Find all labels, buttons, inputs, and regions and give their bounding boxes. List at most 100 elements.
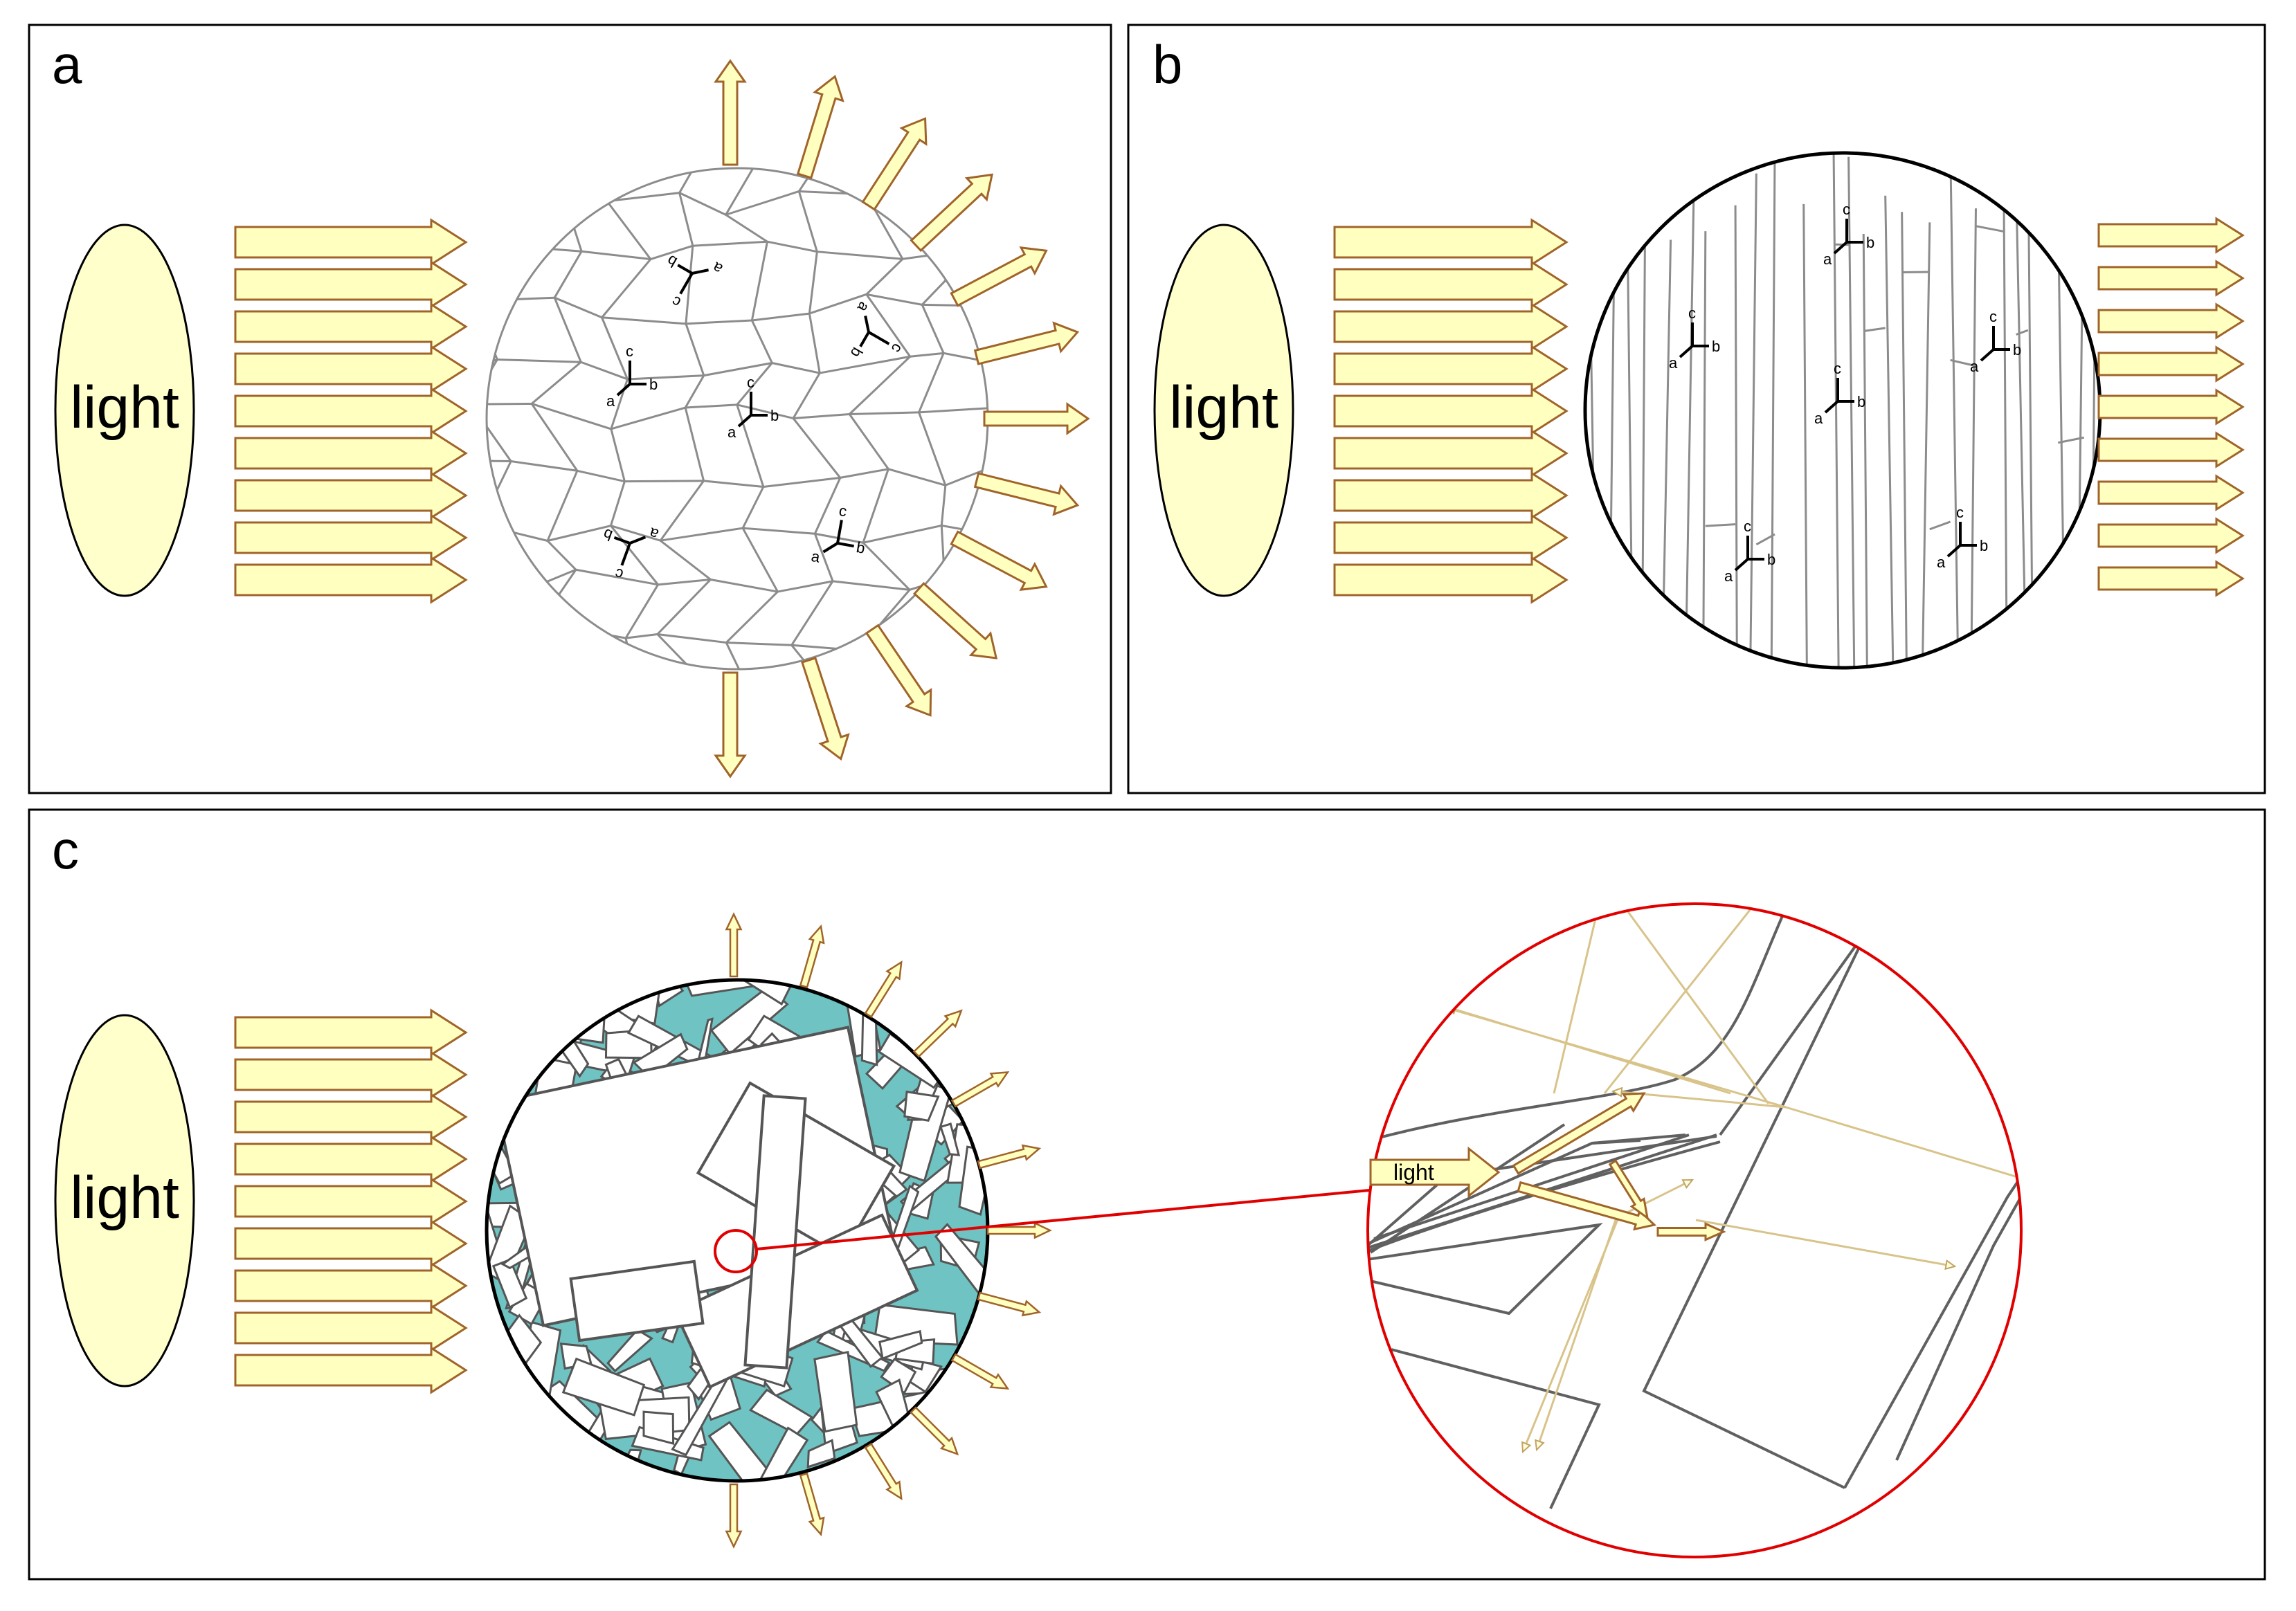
panel-b-axes-2-label-c: c bbox=[1688, 304, 1696, 322]
scatterC-arrow-7 bbox=[986, 1221, 1052, 1239]
panel-b-axes-3-label-a: a bbox=[1814, 410, 1823, 427]
grain-edge-72 bbox=[685, 319, 752, 325]
zoom-ray-3 bbox=[1607, 904, 1770, 1104]
grain-edge-91 bbox=[627, 374, 704, 381]
panel-c-light-source bbox=[54, 1014, 195, 1387]
scatterC-arrow-3 bbox=[864, 960, 903, 1019]
panel-b-axes-2: cba bbox=[1669, 304, 1720, 372]
arrowsB-arrow-9 bbox=[1333, 556, 1569, 604]
arrowsB-arrow-6 bbox=[1333, 429, 1569, 477]
grain-edge-74 bbox=[752, 312, 810, 322]
arrowsC-arrow-3 bbox=[234, 1093, 468, 1141]
panel-c-crystal-shards bbox=[487, 980, 988, 1481]
grain-edge-158 bbox=[742, 527, 815, 535]
column-step-18 bbox=[1950, 358, 1976, 367]
scatterA-arrow-6-shape bbox=[973, 321, 1080, 365]
grain-edge-173 bbox=[575, 568, 658, 586]
grain-edge-136 bbox=[659, 480, 705, 542]
zoom-ray-8 bbox=[1535, 1217, 1618, 1450]
grain-edge-113 bbox=[610, 428, 626, 482]
grain-edge-93 bbox=[703, 362, 772, 377]
zoom-thick-arrow-1-shape bbox=[1512, 1092, 1646, 1175]
column-step-16 bbox=[1901, 271, 1930, 274]
panel-a-axes-3: cba bbox=[606, 343, 658, 410]
scatterC-arrow-6 bbox=[977, 1144, 1042, 1169]
grain-edge-138 bbox=[741, 486, 765, 529]
panel-a-axes-1-b bbox=[677, 264, 693, 275]
zoom-ray-head-8 bbox=[1535, 1439, 1545, 1452]
grain-edge-47 bbox=[581, 250, 651, 261]
crystal-shard-116 bbox=[642, 1410, 675, 1446]
zoom-thick-arrow-3 bbox=[1656, 1222, 1726, 1241]
panel-b-axes-5-label-b: b bbox=[1767, 551, 1775, 568]
grain-edge-102 bbox=[918, 352, 945, 413]
grain-edge-137 bbox=[763, 476, 841, 488]
grain-edge-79 bbox=[865, 293, 912, 358]
panel-b-out-arrow-4 bbox=[2097, 345, 2245, 383]
scatterC-arrow-8-shape bbox=[977, 1291, 1042, 1317]
grain-edge-94 bbox=[684, 374, 705, 408]
column-edge-10 bbox=[1770, 153, 1776, 668]
scatterC-arrow-1 bbox=[725, 912, 743, 978]
panel-a-axes-3-label-c: c bbox=[626, 343, 633, 360]
panel-b-axes-2-label-b: b bbox=[1712, 338, 1720, 355]
grain-edge-131 bbox=[577, 469, 625, 483]
panel-b-axes-2-a bbox=[1679, 345, 1694, 358]
panel-a-axes-5-a bbox=[629, 536, 647, 545]
panel-a-axes-1-a bbox=[691, 268, 709, 275]
scatterC-arrow-7-shape bbox=[986, 1221, 1052, 1239]
column-edge-15 bbox=[1884, 195, 1895, 668]
panel-a-axes-2-b bbox=[859, 331, 870, 347]
panel-b-columnar-grains bbox=[1587, 153, 2097, 668]
panel-a-axes-5-c bbox=[620, 543, 631, 566]
grain-edge-28 bbox=[606, 192, 680, 203]
zoom-thick-arrow-1 bbox=[1512, 1092, 1646, 1175]
grain-edge-139 bbox=[840, 468, 889, 479]
panel-c-zoom-circle bbox=[1366, 902, 2023, 1558]
grain-edge-32 bbox=[725, 190, 799, 216]
panel-b-label: b bbox=[1152, 34, 1182, 95]
grain-edge-71 bbox=[601, 317, 629, 380]
grain-edge-68 bbox=[554, 296, 603, 319]
zoom-ray-5 bbox=[1785, 1106, 2021, 1181]
panel-b-incident-arrows bbox=[1333, 218, 1569, 604]
scatterC-arrow-2-shape bbox=[799, 924, 825, 989]
zoom-boundary-15 bbox=[1895, 1190, 2021, 1461]
grain-edge-88 bbox=[487, 358, 498, 405]
grain-edge-182 bbox=[790, 581, 834, 646]
panel-a-axes-6-label-b: b bbox=[855, 538, 866, 557]
panel-b-axes-6-label-b: b bbox=[1980, 537, 1988, 554]
crystal-shard-161 bbox=[813, 1350, 858, 1433]
zoom-ray-11 bbox=[1446, 1005, 1731, 1095]
grain-edge-29 bbox=[606, 200, 652, 260]
panel-b-axes-1-a bbox=[1833, 241, 1848, 255]
scatterC-arrow-4 bbox=[912, 1009, 963, 1058]
grain-edge-48 bbox=[553, 251, 583, 298]
panel-b-out-arrow-9 bbox=[2097, 560, 2245, 597]
scatterA-arrow-7 bbox=[983, 402, 1090, 435]
grain-edge-198 bbox=[657, 632, 727, 644]
panel-b-axes-1-label-c: c bbox=[1843, 201, 1850, 218]
grain-edge-122 bbox=[919, 406, 988, 414]
scatterC-arrow-5 bbox=[950, 1071, 1010, 1108]
arrowsA-arrow-6 bbox=[234, 429, 468, 477]
arrowsB-arrow-2 bbox=[1333, 260, 1569, 309]
panel-b-axes-6-a bbox=[1946, 544, 1962, 558]
scatterA-arrow-2-shape bbox=[796, 75, 844, 179]
column-step-19 bbox=[1976, 225, 2004, 233]
arrowsB-arrow-1 bbox=[1333, 218, 1569, 266]
scatterA-arrow-13-shape bbox=[714, 671, 747, 779]
crystal-shard-162 bbox=[903, 1091, 940, 1122]
panel-b-out-arrow-2 bbox=[2097, 260, 2245, 297]
scatterC-arrow-13-shape bbox=[725, 1483, 743, 1549]
panel-b-out-arrow-7 bbox=[2097, 474, 2245, 511]
large-crystal-5 bbox=[569, 1259, 705, 1342]
grain-edge-14 bbox=[798, 168, 840, 192]
column-edge-13 bbox=[1847, 156, 1856, 668]
panel-c: c light bbox=[28, 808, 2266, 1581]
panel-a-axes-4-label-b: b bbox=[770, 407, 779, 424]
scatterA-arrow-12 bbox=[801, 657, 850, 761]
grain-edge-81 bbox=[921, 304, 945, 354]
panel-b-axes-4-a bbox=[1980, 348, 1995, 362]
panel-b-out-arrow-8 bbox=[2097, 517, 2245, 554]
